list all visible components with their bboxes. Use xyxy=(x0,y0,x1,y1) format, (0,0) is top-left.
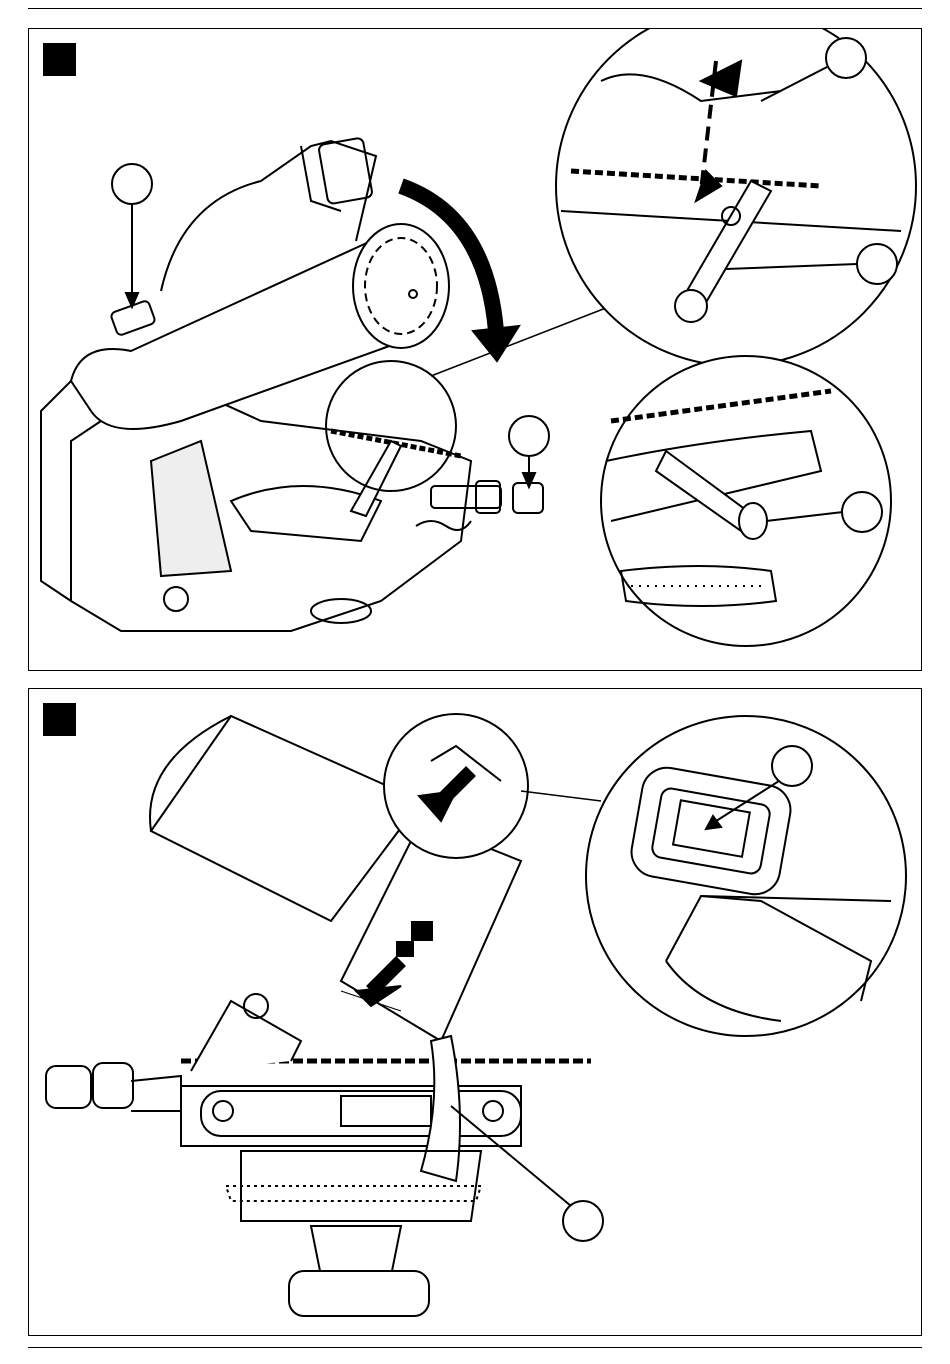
bottom-rule xyxy=(28,1347,922,1348)
top-rule xyxy=(28,8,922,9)
callout-circle xyxy=(826,38,866,78)
figure-1-illustration xyxy=(29,29,923,672)
callout-circle xyxy=(842,492,882,532)
callout-circle xyxy=(509,416,549,456)
magnifier-top xyxy=(556,29,916,366)
magnifier-right xyxy=(586,716,906,1036)
callout-circle xyxy=(112,164,152,204)
callout-circle xyxy=(563,1201,603,1241)
magnifier-connector xyxy=(431,306,611,376)
sharpener-base xyxy=(181,994,591,1316)
figure-2-illustration xyxy=(29,689,923,1337)
motor-housing xyxy=(150,716,421,921)
figure-2-panel xyxy=(28,688,922,1336)
figure-1-panel xyxy=(28,28,922,671)
callout-circle xyxy=(772,746,812,786)
knobs-left xyxy=(46,1063,181,1111)
callout-circle xyxy=(857,244,897,284)
